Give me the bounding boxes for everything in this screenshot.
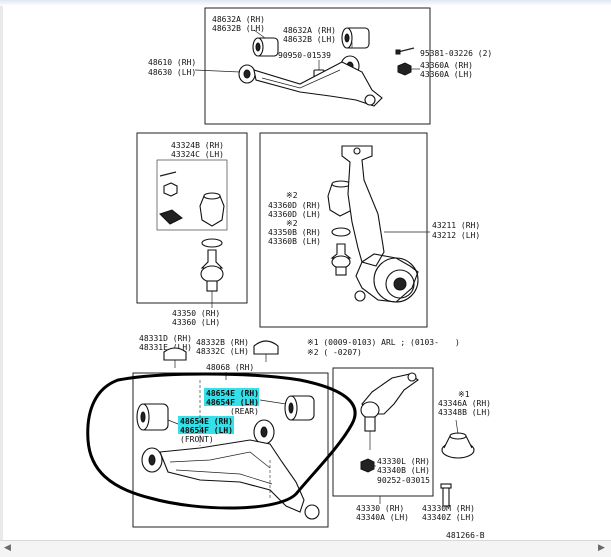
rear-bushing-icon	[284, 395, 315, 421]
boot-icon	[199, 192, 225, 227]
front-bushing-highlight	[178, 416, 234, 434]
bumper-a-label-lh: 48331E (LH)	[139, 343, 192, 352]
lower-boot-icon	[441, 432, 475, 459]
lower-bolt-label-rh: 43330M (RH)	[422, 504, 475, 513]
knuckle-ring-mark: ※2	[286, 219, 298, 228]
knuckle-boot-label-rh: 43360D (RH)	[268, 201, 321, 210]
lower-boot-mark: ※1	[458, 390, 470, 399]
lower-ball-joint-stud-icon	[200, 249, 224, 292]
ball-joint-kit-label-lh: 43324C (LH)	[171, 150, 224, 159]
rear-bushing-label-lh: 48654F (LH)	[206, 398, 259, 407]
lower-control-arm-icon	[141, 380, 320, 520]
upper-bushing-left-icon	[252, 37, 279, 57]
knuckle-label-rh: 43211 (RH)	[432, 221, 480, 230]
upper-nut-label-lh: 43360A (LH)	[420, 70, 473, 79]
lower-ball-joint-label-rh: 43330 (RH)	[356, 504, 404, 513]
upper-bushing-a-label-lh: 48632B (LH)	[212, 24, 265, 33]
lower-nut-label-rh: 43330L (RH)	[377, 457, 430, 466]
upper-bushing-a-label-rh: 48632A (RH)	[212, 15, 265, 24]
front-bushing-icon	[136, 403, 169, 431]
castle-nut-icon	[163, 182, 178, 197]
knuckle-label-lh: 43212 (LH)	[432, 231, 480, 240]
lower-ball-joint-label-lh: 43340A (LH)	[356, 513, 409, 522]
knuckle-ring-label-rh: 43350B (RH)	[268, 228, 321, 237]
note-1: ※1 (0009-0103) ARL ; (0103-	[307, 338, 439, 347]
ball-joint-kit-frame	[156, 159, 228, 231]
ball-joint-assy-label-rh: 43350 (RH)	[172, 309, 220, 318]
lower-nut-label-lh: 43340B (LH)	[377, 466, 430, 475]
cotter-pin-icon	[159, 171, 177, 177]
upper-nut-label-rh: 43360A (RH)	[420, 61, 473, 70]
rear-bushing-highlight	[204, 388, 259, 406]
lower-boot-label-lh: 43348B (LH)	[438, 408, 491, 417]
lower-bolt-label-lh: 43340Z (LH)	[422, 513, 475, 522]
ball-joint-box	[136, 132, 248, 304]
knuckle-boot-label-lh: 43360D (LH)	[268, 210, 321, 219]
front-tag: (FRONT)	[180, 435, 214, 444]
upper-arm-label-rh: 48610 (RH)	[148, 58, 196, 67]
grease-pack-icon	[159, 209, 183, 225]
lower-bolt-icon	[440, 483, 452, 507]
upper-bushing-b-label-rh: 48632A (RH)	[283, 26, 336, 35]
upper-nut-icon	[397, 62, 420, 76]
rear-bushing-label-rh: 48654E (RH)	[206, 389, 259, 398]
bumper-b-icon	[253, 340, 279, 362]
bumper-b-label-lh: 48332C (LH)	[196, 347, 249, 356]
note-2: ※2 ( -0207)	[307, 348, 362, 357]
lower-boot-label-rh: 43346A (RH)	[438, 399, 491, 408]
knuckle-boot-mark: ※2	[286, 191, 298, 200]
cotter-label: 90252-03015	[377, 476, 430, 485]
front-bushing-label-rh: 48654E (RH)	[180, 417, 233, 426]
snap-ring-icon	[201, 238, 223, 248]
bumper-a-icon	[163, 347, 187, 368]
upper-arm-box	[204, 7, 431, 125]
horizontal-scrollbar[interactable]	[0, 540, 611, 557]
top-edge	[0, 0, 611, 6]
steering-knuckle-icon	[341, 145, 419, 303]
upper-control-arm-icon	[238, 55, 383, 107]
knuckle-ring-icon	[331, 227, 351, 237]
note-1-close: )	[455, 338, 460, 347]
upper-bolt-icon	[395, 47, 415, 55]
ball-joint-kit-label-rh: 43324B (RH)	[171, 141, 224, 150]
lower-ball-joint-box	[332, 367, 434, 497]
lower-castle-nut-icon	[360, 458, 376, 473]
knuckle-box	[259, 132, 428, 328]
rear-tag: (REAR)	[230, 407, 259, 416]
upper-arm-label-lh: 48630 (LH)	[148, 68, 196, 77]
figure-id: 481266-B	[446, 531, 485, 540]
bumper-a-label-rh: 48331D (RH)	[139, 334, 192, 343]
bumper-b-label-rh: 48332B (RH)	[196, 338, 249, 347]
front-bushing-label-lh: 48654F (LH)	[180, 426, 233, 435]
upper-ball-joint-icon	[330, 243, 352, 276]
parts-diagram: 48632A (RH) 48632B (LH) 48632A (RH) 4863…	[86, 7, 492, 540]
scroll-right-icon[interactable]: ▶	[598, 543, 605, 553]
lower-ball-joint-icon	[360, 372, 419, 450]
marker-circle-annotation	[86, 372, 357, 510]
upper-bushing-right-icon	[341, 27, 370, 49]
scroll-left-icon[interactable]: ◀	[4, 543, 11, 553]
upper-bushing-b-label-lh: 48632B (LH)	[283, 35, 336, 44]
ball-joint-assy-label-lh: 43360 (LH)	[172, 318, 220, 327]
lower-arm-label: 48068 (RH)	[206, 363, 254, 372]
grease-fitting-label: 90950-01539	[278, 51, 331, 60]
upper-bolt-label: 95381-03226 (2)	[420, 49, 492, 58]
knuckle-ring-label-lh: 43360B (LH)	[268, 237, 321, 246]
